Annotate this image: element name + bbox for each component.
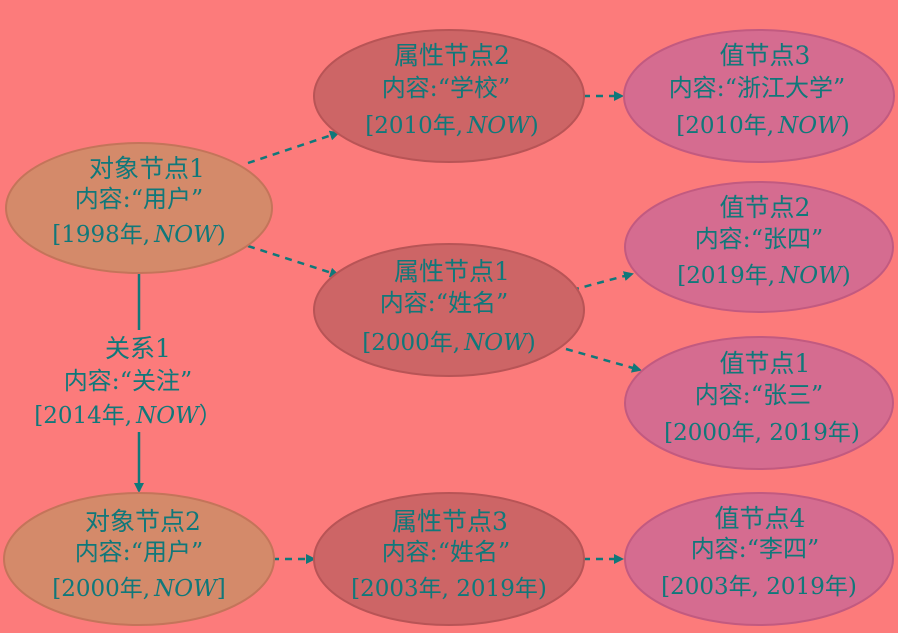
node-content: 内容:“李四” xyxy=(691,535,820,563)
node-content: 内容:“学校” xyxy=(382,74,511,102)
node-content: 内容:“用户” xyxy=(75,185,204,213)
value-node-2[interactable]: 值节点2 内容:“张四” [2019年,NOW) xyxy=(624,181,894,313)
edge-object1-attr2 xyxy=(247,130,340,165)
attribute-node-1[interactable]: 属性节点1 内容:“姓名” [2000年,NOW) xyxy=(313,243,585,377)
value-node-1[interactable]: 值节点1 内容:“张三” [2000年, 2019年) xyxy=(624,336,894,470)
node-title: 对象节点1 xyxy=(89,154,205,183)
attribute-node-2[interactable]: 属性节点2 内容:“学校” [2010年,NOW) xyxy=(313,29,585,163)
node-title: 属性节点3 xyxy=(392,507,508,536)
node-time-range: [2000年,NOW] xyxy=(52,576,225,602)
node-title: 属性节点1 xyxy=(394,257,510,286)
node-content: 内容:“张四” xyxy=(695,225,824,253)
edge-attr1-value2 xyxy=(571,271,634,292)
object-node-1[interactable]: 对象节点1 内容:“用户” [1998年,NOW) xyxy=(5,142,273,274)
node-time-range: [2000年, 2019年) xyxy=(664,420,860,446)
node-time-range: [2003年, 2019年) xyxy=(351,576,547,602)
edge-attr1-value1 xyxy=(565,347,642,373)
node-time-range: [2003年, 2019年) xyxy=(661,574,857,600)
node-title: 值节点3 xyxy=(720,41,811,70)
node-time-range: [2010年,NOW) xyxy=(676,113,849,139)
edge-object1-attr1 xyxy=(247,244,340,278)
node-time-range: [1998年,NOW) xyxy=(52,222,225,248)
node-title: 值节点4 xyxy=(715,504,806,533)
node-content: 内容:“张三” xyxy=(695,381,824,409)
relation-time-range: [2014年,NOW） xyxy=(34,403,221,429)
node-title: 值节点2 xyxy=(720,193,811,222)
node-title: 值节点1 xyxy=(720,349,811,378)
node-content: 内容:“浙江大学” xyxy=(669,74,846,102)
object-node-2[interactable]: 对象节点2 内容:“用户” [2000年,NOW] xyxy=(3,492,275,626)
node-title: 对象节点2 xyxy=(85,507,201,536)
node-title: 属性节点2 xyxy=(394,41,510,70)
node-time-range: [2010年,NOW) xyxy=(365,113,538,139)
value-node-4[interactable]: 值节点4 内容:“李四” [2003年, 2019年) xyxy=(624,492,894,626)
relation-1-label: 关系1 内容:“关注” [2014年,NOW） xyxy=(34,334,221,429)
relation-content: 内容:“关注” xyxy=(64,367,193,395)
node-time-range: [2000年,NOW) xyxy=(362,330,535,356)
value-node-3[interactable]: 值节点3 内容:“浙江大学” [2010年,NOW) xyxy=(623,29,895,163)
relation-title: 关系1 xyxy=(105,334,171,363)
node-content: 内容:“姓名” xyxy=(382,538,511,566)
node-content: 内容:“用户” xyxy=(75,538,204,566)
node-content: 内容:“姓名” xyxy=(380,289,509,317)
node-time-range: [2019年,NOW) xyxy=(677,263,850,289)
attribute-node-3[interactable]: 属性节点3 内容:“姓名” [2003年, 2019年) xyxy=(313,492,585,626)
